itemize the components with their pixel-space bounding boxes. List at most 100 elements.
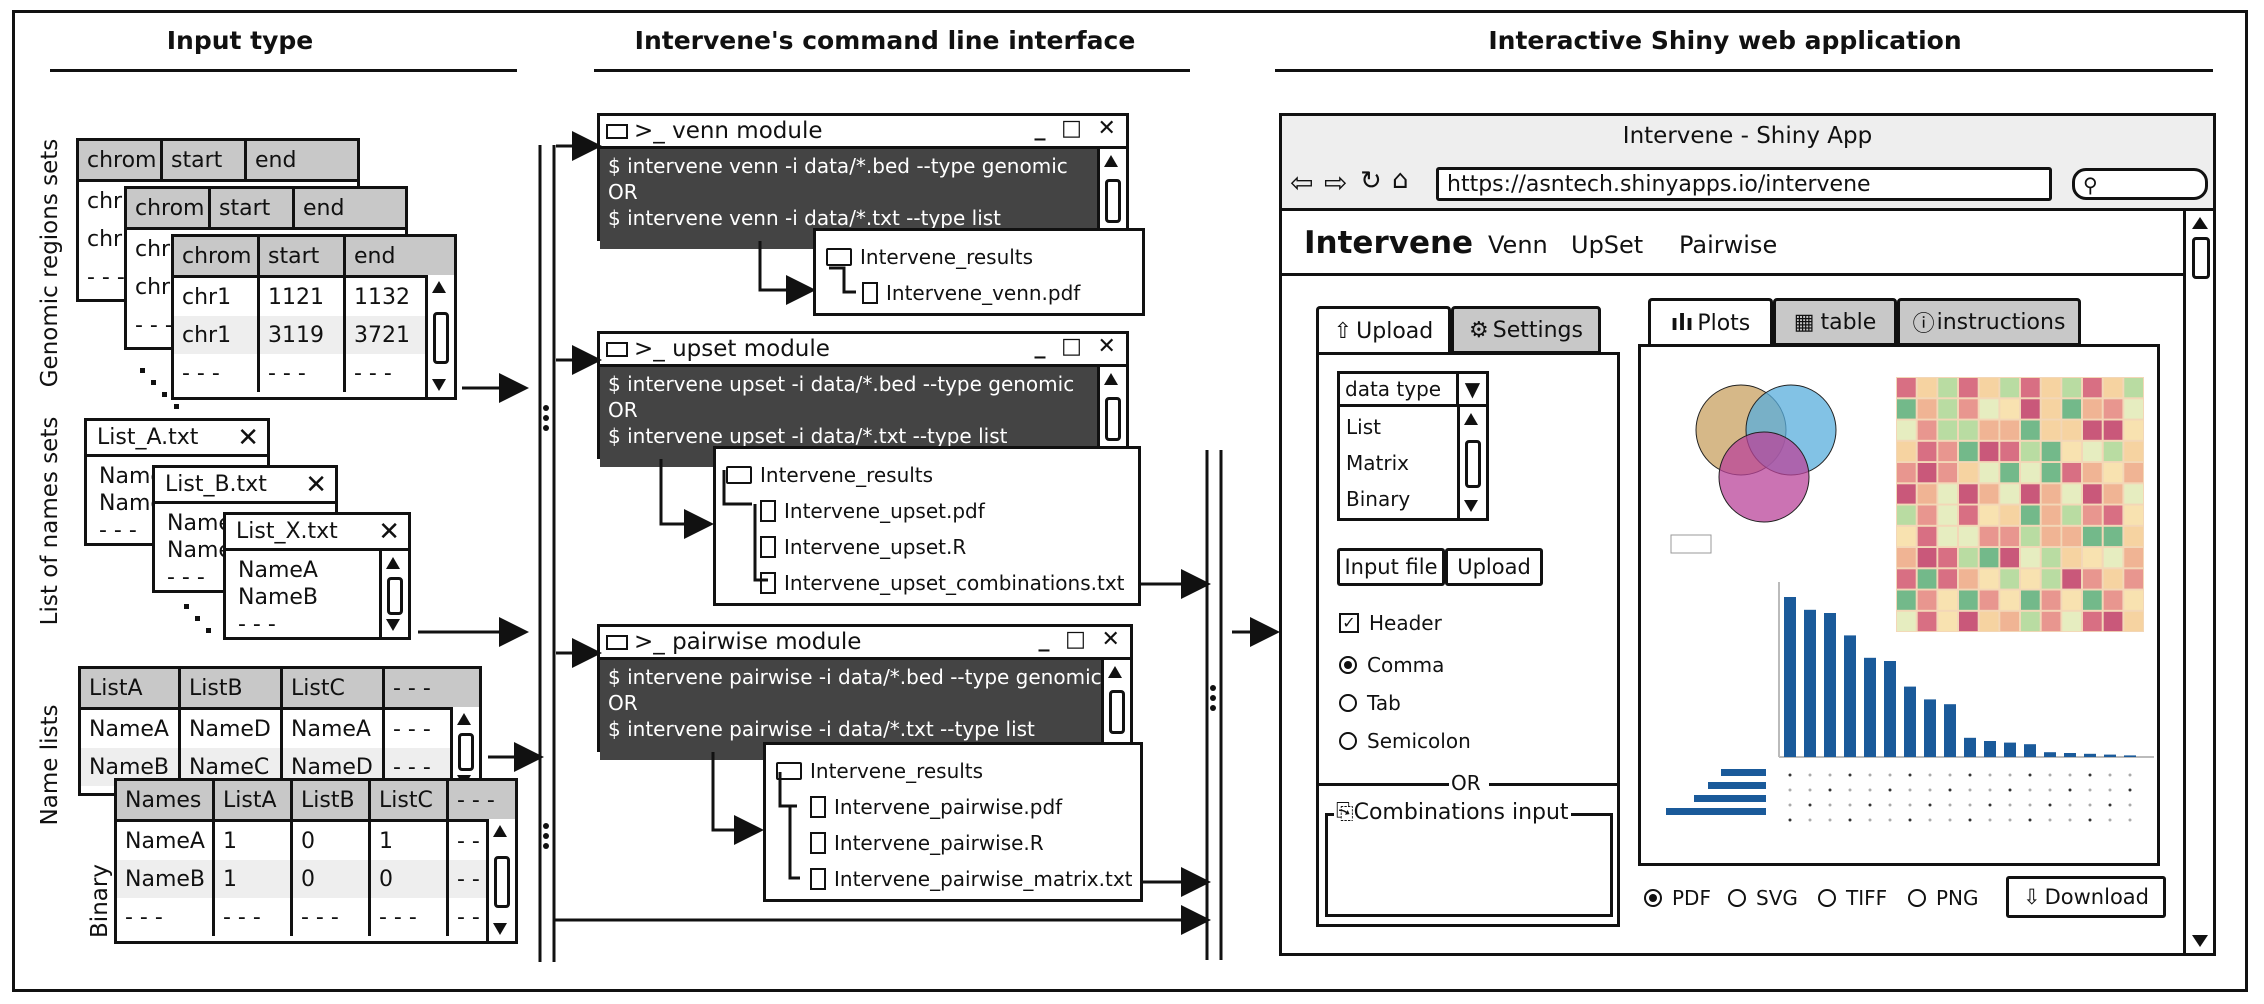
upset-bar: [2024, 744, 2036, 757]
close-icon[interactable]: ✕: [237, 423, 259, 453]
info-icon: ⓘ: [1912, 312, 1935, 337]
heatmap-cell: [2083, 590, 2102, 610]
scrollbar[interactable]: [425, 275, 454, 397]
tab-label: Plots: [1697, 311, 1751, 336]
or-text: OR: [608, 398, 638, 422]
scrollbar[interactable]: [379, 551, 408, 637]
separator-semicolon[interactable]: Semicolon: [1339, 729, 1471, 753]
heatmap-cell: [2103, 590, 2123, 610]
terminal-icon: [606, 123, 628, 139]
heatmap-cell: [2041, 548, 2061, 568]
upset-dot: [1928, 788, 1932, 792]
list-line: NameA: [238, 558, 318, 583]
heatmap-cell: [2000, 590, 2019, 610]
section-title-shiny: Interactive Shiny web application: [1488, 26, 1962, 55]
close-icon[interactable]: ✕: [378, 517, 400, 547]
upset-bar: [1784, 597, 1796, 757]
section-title-cli: Intervene's command line interface: [634, 26, 1136, 55]
td: - - -: [87, 264, 125, 290]
td: chr1: [174, 278, 260, 316]
heatmap-cell: [2000, 463, 2019, 483]
data-type-option[interactable]: List: [1346, 415, 1381, 439]
result-file: Intervene_pairwise.R: [834, 831, 1044, 855]
heatmap-cell: [2041, 611, 2061, 632]
dot: [543, 425, 549, 431]
heatmap-cell: [1938, 420, 1957, 440]
dot: [543, 823, 549, 829]
file-icon: [810, 868, 826, 890]
brand[interactable]: Intervene: [1304, 225, 1474, 261]
th: - - -: [393, 675, 431, 701]
separator-tab[interactable]: Tab: [1339, 691, 1401, 715]
heatmap-cell: [1979, 484, 1999, 504]
input-file-button[interactable]: Input file: [1337, 548, 1445, 586]
dot: [1210, 695, 1216, 701]
download-button[interactable]: ⇩Download: [2006, 876, 2166, 918]
heatmap-cell: [2083, 420, 2102, 440]
th: end: [255, 147, 297, 173]
heatmap-cell: [1897, 399, 1916, 419]
upset-dot: [2128, 773, 2132, 777]
heatmap-cell: [1959, 378, 1978, 398]
reload-icon[interactable]: ↻: [1360, 166, 1382, 196]
format-tiff[interactable]: TIFF: [1818, 886, 1887, 910]
format-svg[interactable]: SVG: [1728, 886, 1798, 910]
format-png[interactable]: PNG: [1908, 886, 1979, 910]
heatmap-cell: [1917, 484, 1937, 504]
upset-set-bar: [1694, 795, 1766, 802]
window-controls[interactable]: _ □ ✕: [1034, 116, 1120, 141]
upset-dot: [1868, 788, 1872, 792]
search-input[interactable]: ⚲: [2072, 168, 2208, 200]
data-type-option[interactable]: Matrix: [1346, 451, 1409, 475]
home-icon[interactable]: ⌂: [1392, 165, 1409, 195]
nav-upset[interactable]: UpSet: [1571, 231, 1644, 259]
heatmap-cell: [2103, 441, 2123, 462]
window-controls[interactable]: _ □ ✕: [1038, 627, 1124, 652]
combinations-textarea[interactable]: ⎘Combinations input: [1325, 800, 1613, 917]
th: end: [303, 195, 345, 221]
upset-dot: [2008, 773, 2012, 777]
upload-button[interactable]: Upload: [1445, 548, 1543, 586]
nav-venn[interactable]: Venn: [1488, 231, 1548, 259]
separator-comma[interactable]: Comma: [1339, 653, 1444, 677]
combinations-label-text: Combinations input: [1353, 800, 1569, 825]
trail-dot: [140, 368, 145, 373]
th: ListC: [283, 669, 385, 707]
command-line: $ intervene upset -i data/*.bed --type g…: [608, 372, 1075, 396]
data-type-select[interactable]: data type▼: [1337, 371, 1489, 407]
radio-icon: [1728, 889, 1746, 907]
back-icon[interactable]: ⇦: [1290, 166, 1314, 199]
scrollbar[interactable]: [486, 819, 515, 941]
td: chr: [87, 226, 123, 252]
page-scrollbar[interactable]: [2183, 211, 2213, 953]
window-controls[interactable]: _ □ ✕: [1034, 334, 1120, 359]
or-text: OR: [608, 180, 638, 204]
forward-icon[interactable]: ⇨: [1324, 166, 1348, 199]
th: - - -: [457, 787, 495, 813]
section-rule-cli: [594, 69, 1190, 72]
header-checkbox[interactable]: ✓Header: [1339, 611, 1442, 635]
url-bar[interactable]: https://asntech.shinyapps.io/intervene: [1436, 167, 2052, 201]
tab-upload[interactable]: ⇧Upload: [1316, 306, 1451, 354]
scrollbar[interactable]: [1457, 407, 1486, 518]
close-icon[interactable]: ✕: [305, 470, 327, 500]
heatmap-cell: [1959, 399, 1978, 419]
upset-bar: [1944, 704, 1956, 757]
format-pdf[interactable]: PDF: [1644, 886, 1711, 910]
upset-set-bar: [1666, 808, 1766, 815]
venn-results: Intervene_results Intervene_venn.pdf: [813, 228, 1145, 316]
data-type-option[interactable]: Binary: [1346, 487, 1411, 511]
upset-set-bar: [1721, 769, 1766, 776]
list-file-title: List_A.txt: [97, 425, 199, 450]
nav-pairwise[interactable]: Pairwise: [1679, 231, 1778, 259]
heatmap-cell: [2103, 548, 2123, 568]
heatmap-cell: [2000, 526, 2019, 547]
radio-icon: [1339, 694, 1357, 712]
td: chr: [135, 274, 171, 300]
upset-dot: [1788, 818, 1792, 822]
heatmap-cell: [2000, 399, 2019, 419]
chevron-down-icon[interactable]: ▼: [1456, 374, 1486, 404]
